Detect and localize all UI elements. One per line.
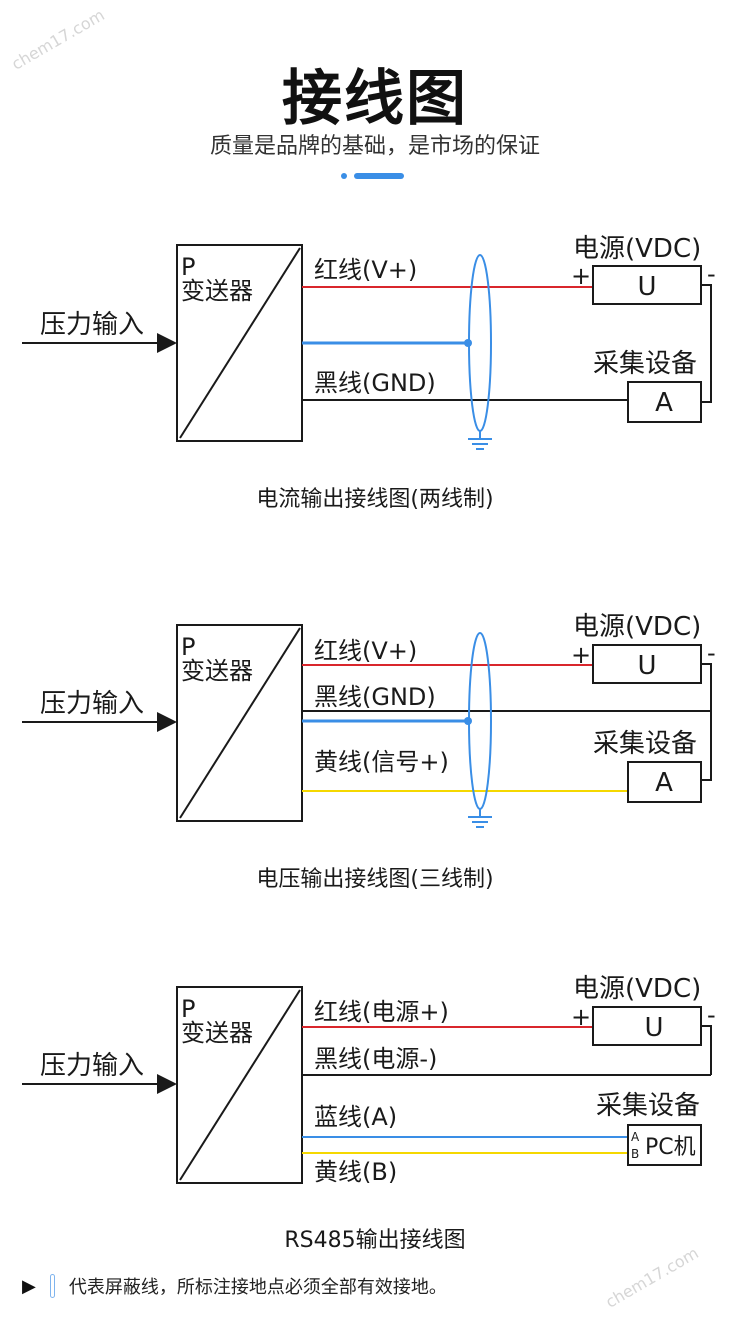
wire-label-red: 红线(V+) (314, 637, 417, 665)
power-label: 电源(VDC) (573, 234, 701, 264)
device-label: 采集设备 (596, 1091, 700, 1121)
transmitter-label: 变送器 (181, 657, 253, 685)
wire-label-yellow: 黄线(信号+) (314, 748, 449, 776)
footnote: ▶ 代表屏蔽线，所标注接地点必须全部有效接地。 (22, 1272, 447, 1300)
transmitter-diagonal (179, 627, 301, 819)
ground-icon (468, 809, 492, 828)
transmitter-diagonal (179, 989, 301, 1181)
power-box-label: U (644, 1013, 663, 1043)
device-box (627, 761, 702, 803)
shield-wire-icon (49, 1274, 55, 1298)
device-box (627, 381, 702, 423)
wire-label-black: 黑线(GND) (314, 683, 436, 711)
diagram-caption: RS485输出接线图 (284, 1228, 465, 1253)
shield-ellipse (468, 254, 492, 432)
triangle-bullet-icon: ▶ (22, 1275, 36, 1297)
transmitter-diagonal (179, 247, 301, 439)
device-box-label: A (655, 388, 673, 418)
power-minus: - (707, 1001, 716, 1029)
power-plus: + (571, 1003, 591, 1031)
shield-node (464, 717, 472, 725)
shield-node (464, 339, 472, 347)
transmitter-p: P (181, 995, 195, 1023)
wire-label-yellow: 黄线(B) (314, 1158, 397, 1186)
wire-label-red: 红线(V+) (314, 256, 417, 284)
shield-ellipse (468, 632, 492, 810)
power-minus: - (707, 639, 716, 667)
footnote-text: 代表屏蔽线，所标注接地点必须全部有效接地。 (68, 1277, 447, 1298)
device-label: 采集设备 (593, 349, 697, 379)
return-wire (701, 663, 712, 781)
transmitter-p: P (181, 253, 195, 281)
wire-label-black: 黑线(电源-) (314, 1045, 437, 1073)
input-label: 压力输入 (40, 310, 144, 340)
wire-label-blue: 蓝线(A) (314, 1103, 397, 1131)
transmitter-label: 变送器 (181, 1019, 253, 1047)
input-label: 压力输入 (40, 1051, 144, 1081)
return-wire (701, 284, 712, 403)
diagram-rs485: 压力输入 P 变送器 红线(电源+) 黑线(电源-) 蓝线(A) 黄线(B) 电… (22, 974, 716, 1253)
decor-dot (341, 173, 347, 179)
transmitter-box (176, 986, 303, 1184)
power-box-label: U (637, 651, 656, 681)
transmitter-label: 变送器 (181, 277, 253, 305)
device-label: 采集设备 (593, 729, 697, 759)
power-minus: - (707, 260, 716, 288)
power-plus: + (571, 641, 591, 669)
device-box-label: PC机 (645, 1135, 696, 1160)
input-label: 压力输入 (40, 689, 144, 719)
power-plus: + (571, 262, 591, 290)
port-b-label: B (631, 1147, 639, 1161)
diagram-caption: 电流输出接线图(两线制) (256, 487, 493, 512)
wire-label-black: 黑线(GND) (314, 369, 436, 397)
device-box-label: A (655, 768, 673, 798)
transmitter-p: P (181, 633, 195, 661)
power-label: 电源(VDC) (573, 612, 701, 642)
ground-icon (468, 431, 492, 450)
diagram-voltage-three-wire: 压力输入 P 变送器 红线(V+) 黑线(GND) 黄线(信号+) 电源(VDC… (22, 612, 716, 892)
page-subtitle: 质量是品牌的基础，是市场的保证 (209, 134, 540, 159)
wire-label-red: 红线(电源+) (314, 998, 449, 1026)
decor-bar (354, 173, 404, 179)
power-box-label: U (637, 272, 656, 302)
device-box (627, 1124, 702, 1166)
transmitter-box (176, 624, 303, 822)
port-a-label: A (631, 1130, 640, 1144)
power-label: 电源(VDC) (573, 974, 701, 1004)
diagram-current-two-wire: 压力输入 P 变送器 红线(V+) 黑线(GND) 电源(VDC) U + - … (22, 234, 716, 512)
page-title: 接线图 (282, 64, 468, 134)
return-wire (701, 1025, 712, 1075)
diagram-caption: 电压输出接线图(三线制) (256, 867, 493, 892)
